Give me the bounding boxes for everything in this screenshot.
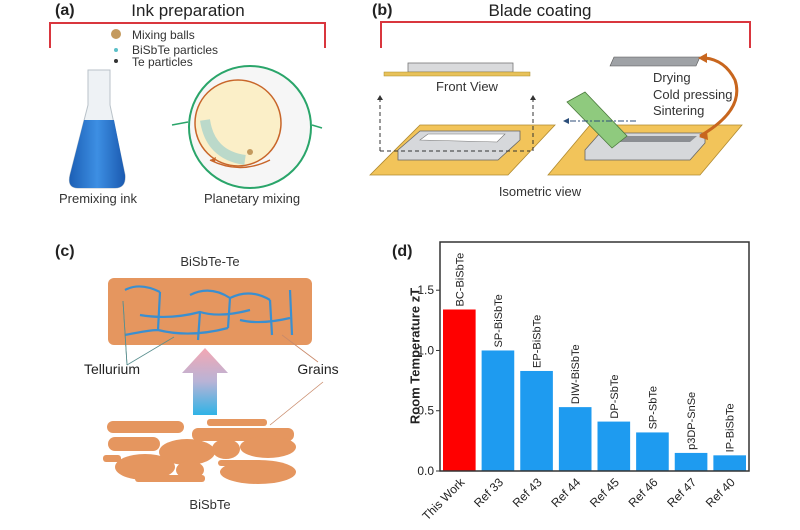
front-view-label: Front View	[436, 79, 498, 94]
transform-arrow	[182, 348, 228, 415]
bisbte-particle-icon	[114, 48, 118, 52]
panel-b-title: Blade coating	[488, 1, 592, 20]
bisbte-microstructure	[103, 419, 296, 484]
panel-b-label: (b)	[372, 2, 393, 19]
front-view-substrate	[383, 71, 531, 77]
bar-label: DIW-BiSbTe	[570, 344, 582, 404]
panel-a-title: Ink preparation	[131, 1, 245, 20]
bar-label: SP-BiSbTe	[493, 294, 505, 347]
bar-ref-45	[597, 421, 631, 471]
bar-ref-47	[674, 452, 708, 471]
plot-frame	[439, 241, 750, 472]
bar-label: DP-SbTe	[609, 375, 621, 419]
legend-mixing-balls: Mixing balls	[132, 28, 195, 42]
x-tick-label: Ref 33	[471, 475, 506, 510]
y-tick-label: 0.0	[417, 464, 434, 478]
mixing-ball-icon	[111, 29, 121, 39]
planetary-mixer-icon	[171, 65, 323, 189]
isometric-view-label: Isometric view	[498, 184, 582, 199]
bar-ref-44	[558, 407, 592, 471]
process-arrow	[699, 56, 739, 138]
bar-ref-46	[636, 432, 669, 471]
bar-label: IP-BiSbTe	[725, 403, 737, 452]
bar-label: p3DP-SnSe	[686, 392, 698, 450]
x-tick-label: Ref 43	[510, 475, 545, 510]
bisbte-label: BiSbTe	[189, 497, 231, 512]
bar-label: BC-BiSbTe	[454, 253, 466, 307]
front-view-mold	[407, 62, 514, 73]
y-tick-label: 1.5	[417, 283, 434, 297]
x-tick-label: Ref 44	[548, 475, 583, 510]
coated-film	[609, 56, 701, 67]
legend-te-particles: Te particles	[132, 55, 193, 69]
y-tick-label: 0.5	[417, 404, 434, 418]
flask-icon	[68, 69, 126, 189]
bar-this-work	[443, 309, 476, 471]
te-particle-icon	[114, 59, 118, 63]
grains-pointer-bottom	[269, 381, 324, 426]
blade-icon	[566, 91, 628, 149]
bar-ref-43	[520, 370, 553, 471]
caption-premixing-ink: Premixing ink	[58, 191, 138, 206]
panel-a-label: (a)	[55, 2, 75, 19]
x-tick-label: Ref 45	[587, 475, 622, 510]
step-cold-pressing: Cold pressing	[653, 87, 733, 102]
bisbte-te-microstructure	[108, 278, 312, 345]
x-tick-label: Ref 40	[703, 475, 738, 510]
x-tick-label: Ref 46	[626, 475, 661, 510]
grains-label: Grains	[297, 361, 339, 377]
panel-c-label: (c)	[55, 243, 75, 260]
isometric-substrate-right	[547, 53, 743, 176]
bar-ref-33	[481, 350, 515, 471]
x-tick-label: This Work	[419, 475, 468, 524]
legend-bisbte-particles: BiSbTe particles	[132, 43, 219, 57]
y-axis-label: Room Temperature zT	[407, 287, 423, 425]
step-sintering: Sintering	[653, 103, 705, 118]
step-drying: Drying	[653, 70, 691, 85]
x-tick-label: Ref 47	[664, 475, 699, 510]
tellurium-label: Tellurium	[83, 361, 141, 377]
bar-label: SP-SbTe	[647, 386, 659, 429]
bisbte-te-label: BiSbTe-Te	[180, 254, 240, 269]
caption-planetary-mixing: Planetary mixing	[203, 191, 301, 206]
y-tick-label: 1.0	[417, 343, 434, 357]
grains-pointer-top	[281, 334, 319, 363]
panel-d-label: (d)	[392, 243, 413, 260]
isometric-substrate-left	[369, 95, 556, 176]
bracket-a	[49, 22, 326, 48]
bar-ref-40	[713, 455, 746, 471]
bar-label: EP-BiSbTe	[532, 315, 544, 368]
bracket-b	[380, 21, 751, 48]
